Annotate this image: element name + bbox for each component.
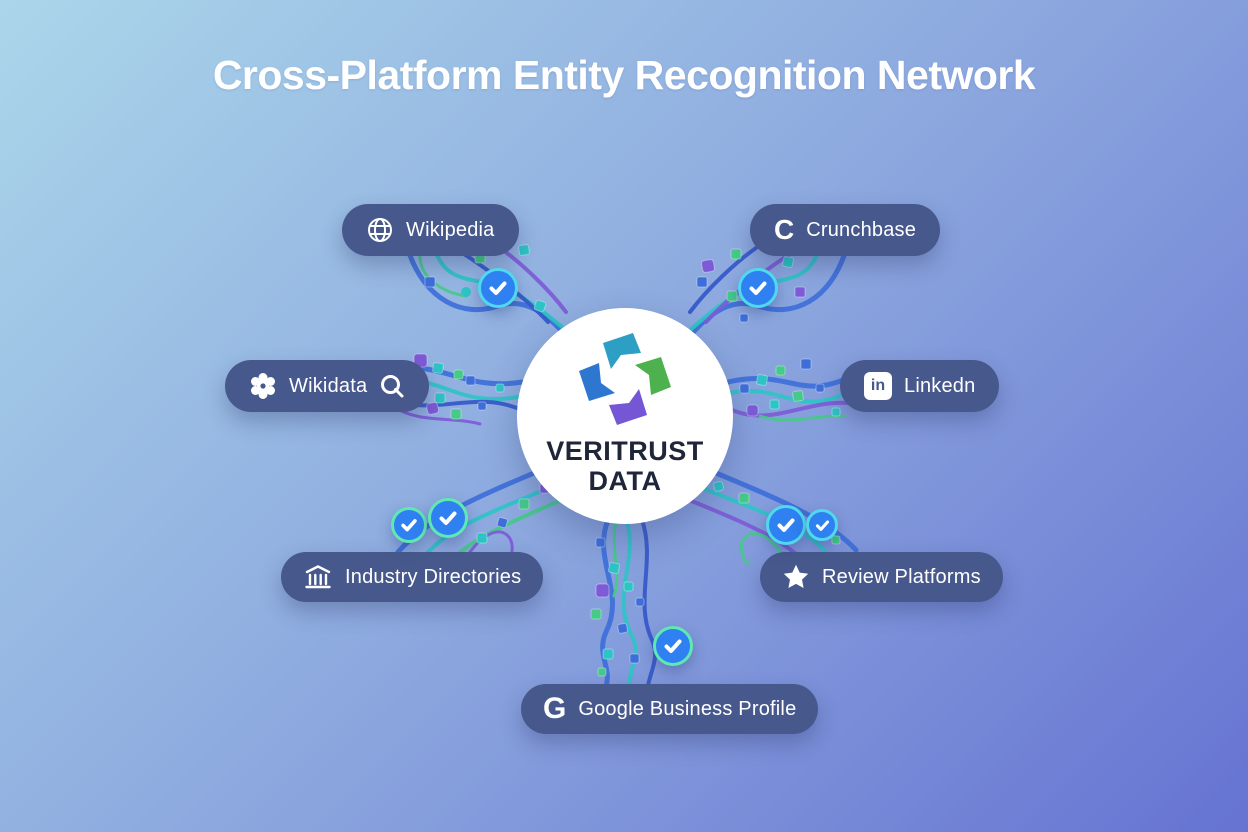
verified-badge <box>478 268 518 308</box>
node-wikipedia: Wikipedia <box>342 204 519 256</box>
node-label: Linkedn <box>904 374 976 397</box>
page-title: Cross-Platform Entity Recognition Networ… <box>212 52 1036 98</box>
check-icon <box>775 514 797 536</box>
bank-columns-icon <box>303 564 333 590</box>
verified-badge <box>428 498 468 538</box>
node-label: Crunchbase <box>806 218 917 241</box>
node-label: Industry Directories <box>345 565 522 588</box>
brand-name-line1: VERITRUST <box>546 436 704 467</box>
check-icon <box>399 515 419 535</box>
check-icon <box>747 277 769 299</box>
check-icon <box>662 635 684 657</box>
node-google-business-profile: G Google Business Profile <box>521 684 819 734</box>
verified-badge <box>766 505 806 545</box>
crunchbase-c-icon: C <box>774 214 795 245</box>
node-linkedin: in Linkedn <box>840 360 1000 412</box>
central-hub: VERITRUST DATA <box>517 308 733 524</box>
node-label: Wikipedia <box>406 218 495 241</box>
verified-badge <box>738 268 778 308</box>
veritrust-logo-icon <box>571 329 679 429</box>
q-magnifier-icon <box>379 373 405 399</box>
google-g-icon: G <box>543 692 567 725</box>
node-review-platforms: Review Platforms <box>760 552 1003 602</box>
node-label: Wikidata <box>289 374 368 397</box>
linkedin-in-icon: in <box>864 372 892 400</box>
check-icon <box>487 277 509 299</box>
wikidata-flower-icon <box>249 372 277 400</box>
node-crunchbase: C Crunchbase <box>750 204 941 256</box>
verified-badge <box>806 509 838 541</box>
check-icon <box>814 517 831 534</box>
node-label: Review Platforms <box>822 565 981 588</box>
verified-badge <box>391 507 427 543</box>
check-icon <box>437 507 459 529</box>
node-industry-directories: Industry Directories <box>281 552 544 602</box>
verified-badge <box>653 626 693 666</box>
brand-name-line2: DATA <box>588 466 662 496</box>
wikipedia-globe-icon <box>366 216 394 244</box>
node-label: Google Business Profile <box>578 697 797 720</box>
node-wikidata: Wikidata <box>225 360 430 412</box>
star-icon <box>782 563 810 591</box>
